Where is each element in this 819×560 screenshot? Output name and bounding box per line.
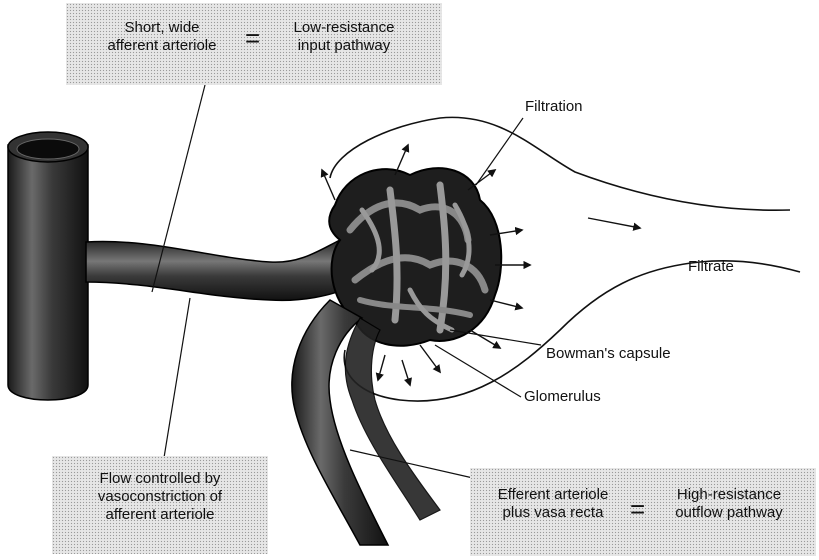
afferent-right-line-2: input pathway bbox=[264, 37, 424, 55]
afferent-left-line-2: afferent arteriole bbox=[82, 37, 242, 55]
afferent-arteriole-box: Short, wide afferent arteriole = Low-res… bbox=[66, 3, 442, 85]
afferent-left-line-1: Short, wide bbox=[82, 19, 242, 37]
efferent-arteriole-box: Efferent arteriole plus vasa recta = Hig… bbox=[470, 468, 816, 556]
efferent-left-line-1: Efferent arteriole bbox=[478, 486, 628, 504]
renal-artery-vessel bbox=[8, 145, 88, 400]
flow-control-box: Flow controlled by vasoconstriction of a… bbox=[52, 456, 268, 554]
efferent-right-line-1: High-resistance bbox=[648, 486, 810, 504]
filtration-label: Filtration bbox=[525, 98, 583, 115]
bowmans-capsule-label: Bowman's capsule bbox=[546, 345, 671, 362]
efferent-left-line-2: plus vasa recta bbox=[478, 504, 628, 522]
flow-control-label: Flow controlled by vasoconstriction of a… bbox=[62, 470, 258, 524]
filtrate-label: Filtrate bbox=[688, 258, 734, 275]
flow-line-3: afferent arteriole bbox=[62, 506, 258, 524]
flow-line-2: vasoconstriction of bbox=[62, 488, 258, 506]
low-resistance-label: Low-resistance input pathway bbox=[264, 19, 424, 55]
efferent-equals-sign: = bbox=[630, 496, 645, 522]
flow-line-1: Flow controlled by bbox=[62, 470, 258, 488]
afferent-arteriole bbox=[86, 240, 352, 300]
afferent-equals-sign: = bbox=[245, 25, 260, 51]
efferent-right-line-2: outflow pathway bbox=[648, 504, 810, 522]
afferent-right-line-1: Low-resistance bbox=[264, 19, 424, 37]
efferent-arteriole-label: Efferent arteriole plus vasa recta bbox=[478, 486, 628, 522]
glomerulus-label: Glomerulus bbox=[524, 388, 601, 405]
afferent-arteriole-label: Short, wide afferent arteriole bbox=[82, 19, 242, 55]
high-resistance-label: High-resistance outflow pathway bbox=[648, 486, 810, 522]
renal-artery-lumen bbox=[17, 139, 79, 159]
